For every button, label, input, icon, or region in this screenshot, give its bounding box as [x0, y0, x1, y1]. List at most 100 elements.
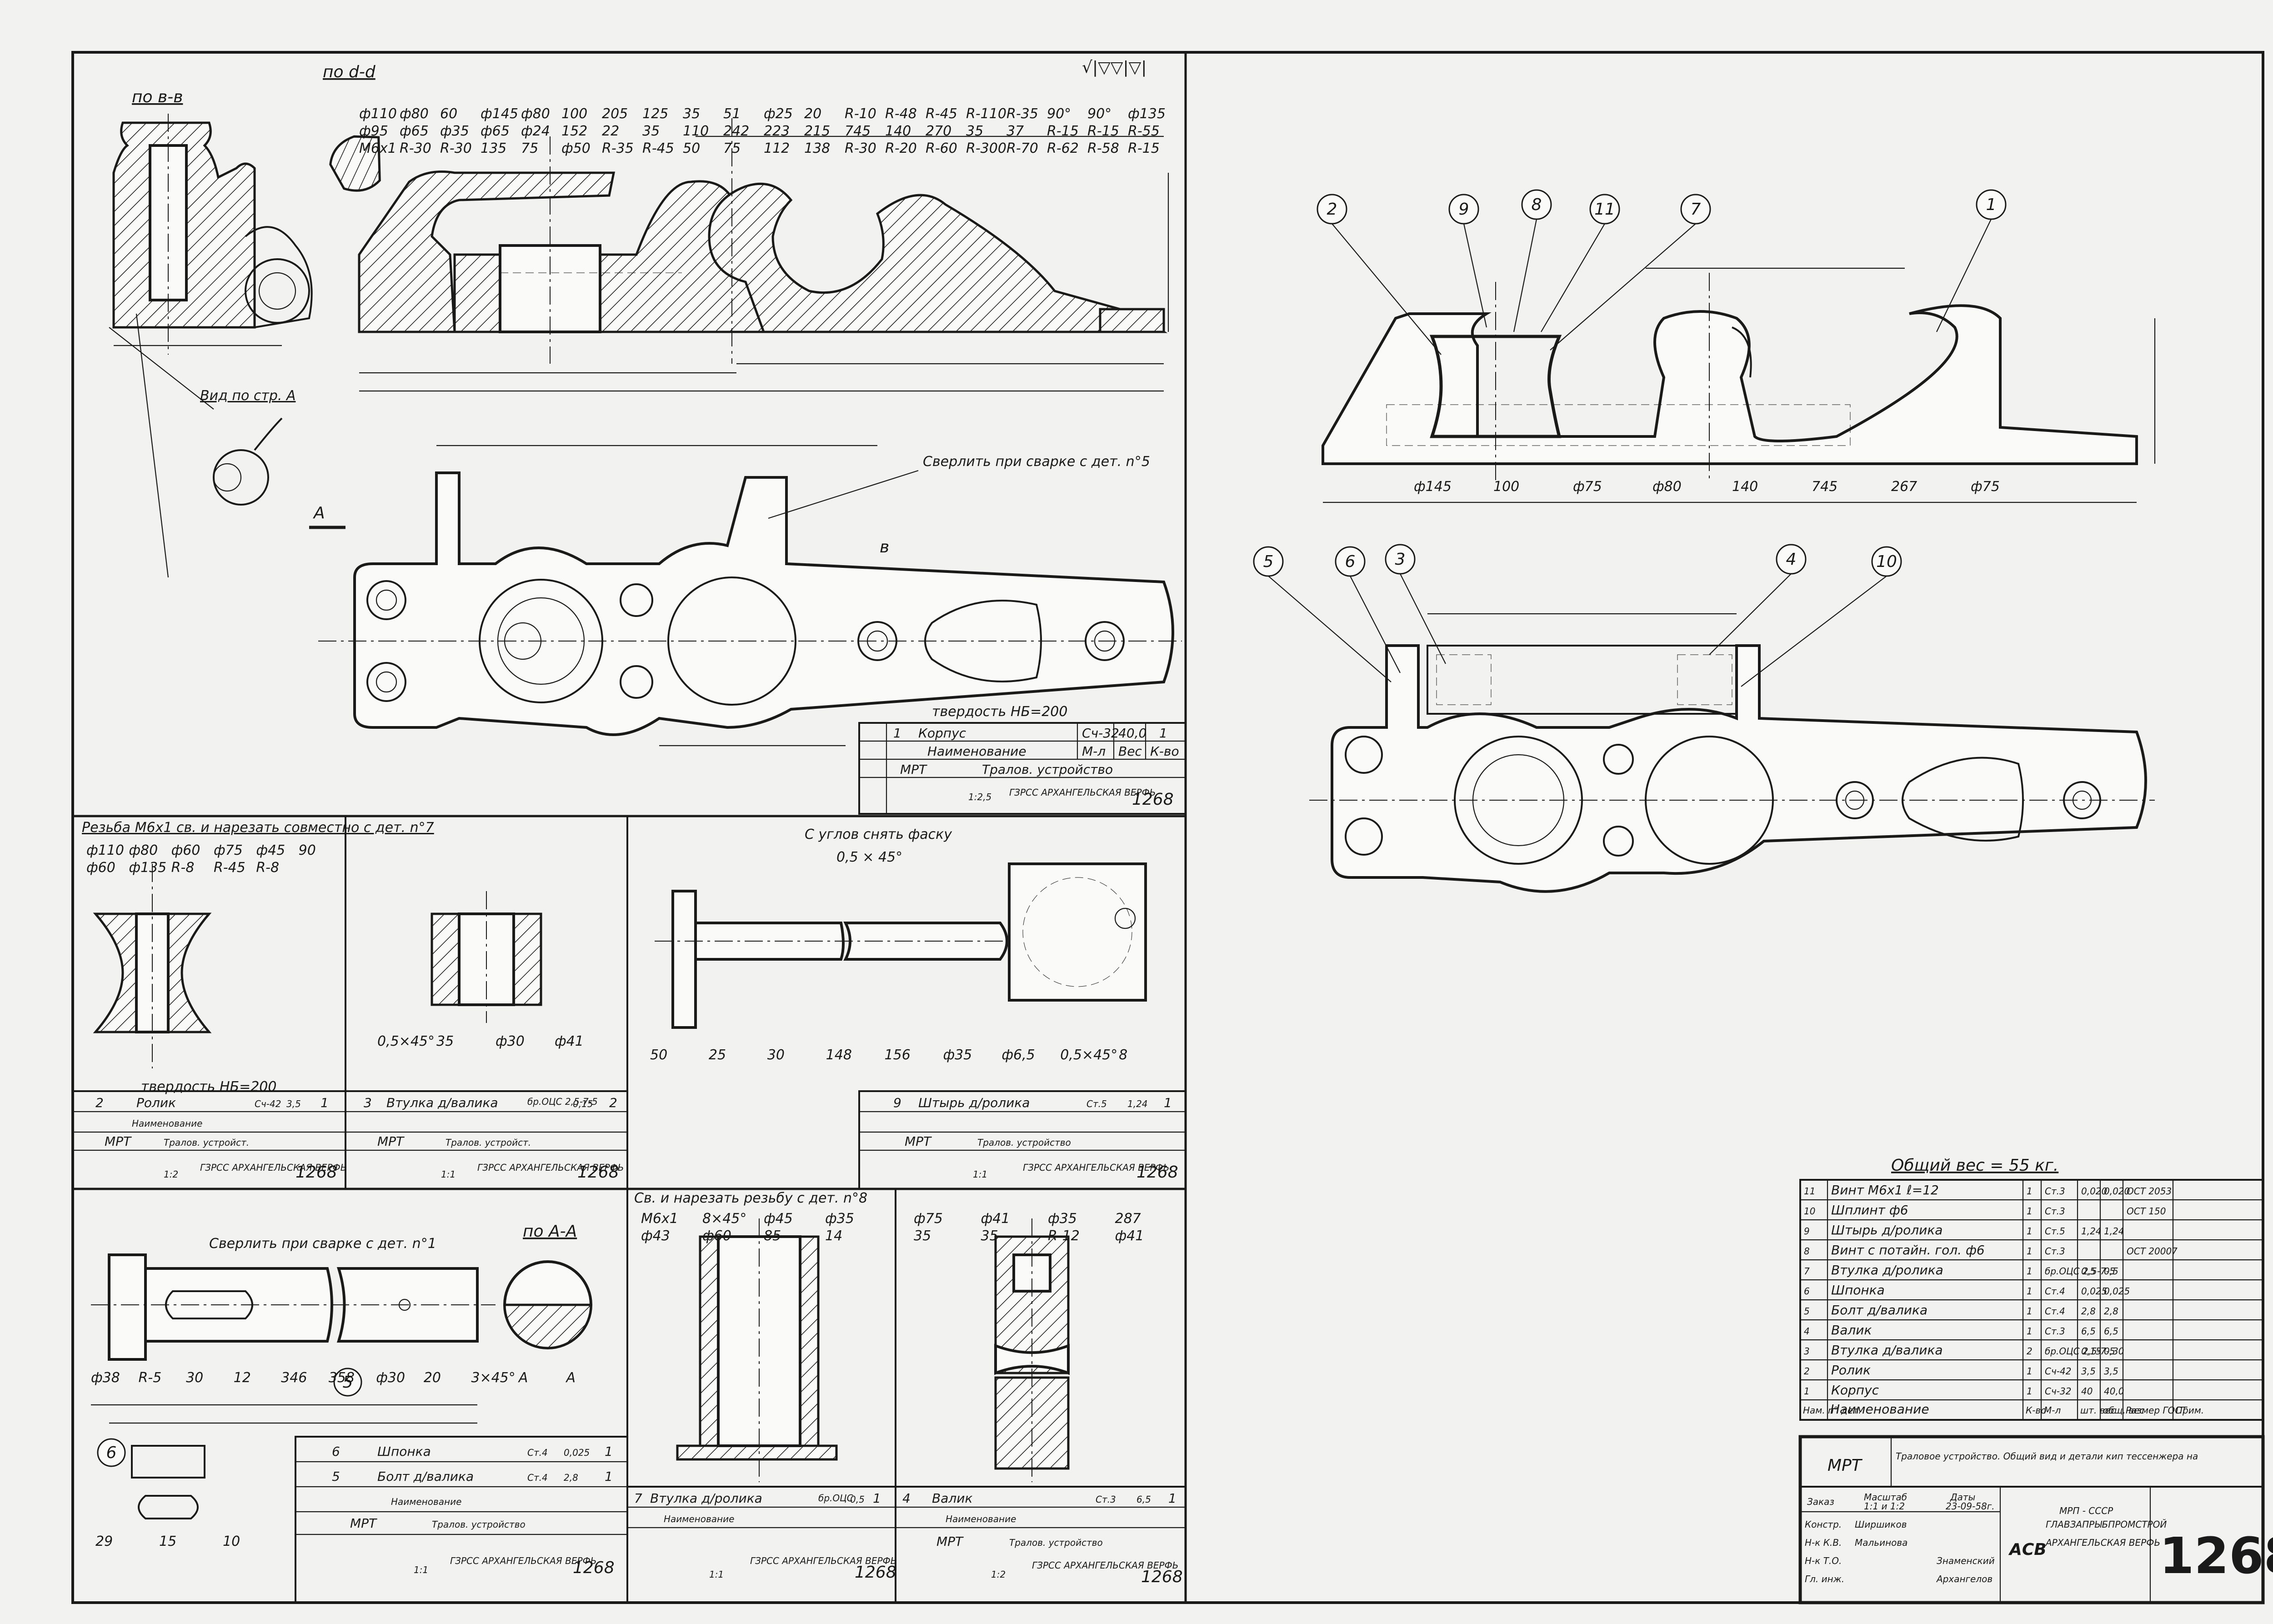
bom-cell-name: Втулка д/валика [1831, 1343, 1943, 1358]
bom-cell-name: Корпус [1831, 1383, 1879, 1398]
dimension-label: ф80 [1652, 479, 1682, 495]
bom-cell-mat: Ст.3 [2045, 1186, 2065, 1197]
balloon-number: 6 [1345, 552, 1356, 571]
tb9-org: ГЗРСС АРХАНГЕЛЬСКАЯ ВЕРФЬ [1023, 1162, 1169, 1173]
tb3-model: МРТ [377, 1134, 405, 1149]
dimension-label: 205 [602, 106, 628, 122]
tb9-name: Штырь д/ролика [918, 1095, 1030, 1110]
tb4-product: Тралов. устройство [1009, 1537, 1103, 1548]
mt-scale-label: Масштаб [1864, 1492, 1907, 1503]
bom-cell-w1: 0,025 [2081, 1286, 2107, 1297]
dimension-label: R-8 [171, 860, 195, 876]
tb1-sheet: 1268 [1132, 790, 1174, 809]
dimension-label: 14 [825, 1228, 842, 1244]
dimension-label: R-110 [966, 106, 1006, 122]
tb1-model: МРТ [900, 762, 927, 777]
dimension-label: ф135 [1128, 106, 1166, 122]
tb1-hdr-name: Наименование [927, 744, 1026, 759]
dimension-label: ф41 [555, 1033, 584, 1049]
bom-cell-mat: Ст.5 [2045, 1226, 2065, 1237]
bom-cell-qty: 1 [2027, 1246, 2033, 1257]
balloon-number: 7 [1691, 200, 1701, 219]
tb2-wt: 3,5 [286, 1098, 301, 1109]
titleblock-part9: 9 Штырь д/ролика Ст.5 1,24 1 МРТ Тралов.… [858, 1090, 1187, 1190]
part6-key [131, 1445, 205, 1519]
dimension-label: ф25 [764, 106, 793, 122]
tb7-hdr-name: Наименование [664, 1514, 734, 1524]
dimension-label: М6х1 [641, 1211, 678, 1227]
tb4-model: МРТ [936, 1534, 964, 1549]
tb3-sheet: 1268 [577, 1163, 619, 1182]
dimension-label: 50 [683, 140, 700, 156]
note-drill-1: Сверлить при сварке с дет. n°1 [209, 1236, 436, 1252]
bom-cell-n: 8 [1804, 1246, 1810, 1257]
dimension-label: 90° [1087, 106, 1111, 122]
tb4-org: ГЗРСС АРХАНГЕЛЬСКАЯ ВЕРФЬ [1032, 1560, 1178, 1571]
tb5-scale: 1:1 [414, 1564, 428, 1575]
dimension-label: R-20 [885, 140, 917, 156]
bom-cell-w1: 40 [2081, 1386, 2093, 1397]
balloon-number: 5 [343, 1373, 353, 1392]
dimension-label: ф110 [359, 106, 397, 122]
bom-cell-n: 2 [1804, 1366, 1810, 1377]
balloon-circle [1335, 546, 1366, 577]
tb2-hdr-name: Наименование [132, 1118, 202, 1129]
mt-logo: АСВ [2008, 1540, 2047, 1559]
part5-shaft: Сверлить при сварке с дет. n°1 по А-А [91, 1222, 592, 1424]
dimension-label: 140 [885, 123, 911, 139]
bom-cell-mat: Ст.4 [2045, 1306, 2065, 1317]
assembly-plan-view [1309, 613, 2155, 893]
tb4-scale: 1:2 [991, 1569, 1006, 1580]
balloon-number: 6 [106, 1444, 117, 1462]
balloon-leader [1400, 573, 1446, 664]
tb9-sheet: 1268 [1136, 1163, 1178, 1182]
dimension-label: R-15 [1128, 140, 1160, 156]
dimension-label: R-30 [400, 140, 431, 156]
mt-scale: 1:1 и 1:2 [1864, 1501, 1905, 1512]
dimension-label: 37 [1006, 123, 1024, 139]
tb2-mat: Сч-42 [255, 1098, 281, 1109]
tb1-num: 1 [893, 726, 901, 741]
tb1-qty: 1 [1159, 726, 1167, 741]
dimension-label: ф35 [943, 1047, 972, 1063]
dimension-label: ф35 [825, 1211, 854, 1227]
bom-cell-n: 10 [1804, 1206, 1815, 1217]
part1-plan-view: А в Сверлить при сварке с дет. n°5 тверд… [309, 445, 1182, 747]
dimension-label: R-15 [1047, 123, 1079, 139]
dimension-label: 148 [826, 1047, 852, 1063]
mt-name-3: Знаменский [1937, 1555, 1995, 1566]
bom-cell-qty: 1 [2027, 1366, 2033, 1377]
balloon-leader [1513, 219, 1537, 332]
roughness-main: √|▽▽|▽| [1082, 58, 1147, 77]
dimension-label: 10 [223, 1534, 240, 1549]
dimension-label: 3×45° [471, 1370, 515, 1386]
note-hardness-2: твердость НБ=200 [141, 1079, 276, 1095]
part2-roller: Резьба М6х1 св. и нарезать совместно с д… [82, 820, 434, 1095]
dimension-label: R-15 [1087, 123, 1119, 139]
bom-cell-name: Винт с потайн. гол. ф6 [1831, 1243, 1985, 1258]
mt-name-4: Архангелов [1936, 1574, 1993, 1584]
mt-role-1: Констр. [1805, 1519, 1842, 1530]
bom-cell-n: 4 [1804, 1326, 1810, 1337]
dimension-label: 100 [561, 106, 587, 122]
dimension-label: 267 [1891, 479, 1917, 495]
mt-sheet: 1268 [2159, 1527, 2273, 1585]
dimension-label: 140 [1732, 479, 1758, 495]
tb6-name: Шпонка [377, 1444, 431, 1459]
bom-cell-w2: 0,020 [2104, 1186, 2130, 1197]
dimension-label: 156 [885, 1047, 911, 1063]
dimension-label: 35 [683, 106, 700, 122]
tb5-num: 5 [332, 1469, 340, 1484]
bom-header-note: Прим. [2176, 1405, 2204, 1416]
dimension-label: ф50 [561, 140, 591, 156]
tb2-model: МРТ [105, 1134, 132, 1149]
dimension-label: 22 [602, 123, 619, 139]
bom-cell-w1: 6,5 [2081, 1326, 2096, 1337]
dimension-label: ф110 [86, 842, 124, 858]
dimension-label: 215 [804, 123, 830, 139]
tb1-org: ГЗРСС АРХАНГЕЛЬСКАЯ ВЕРФЬ [1009, 787, 1156, 798]
bom-cell-n: 9 [1804, 1226, 1810, 1237]
note-thread: Резьба М6х1 св. и нарезать совместно с д… [82, 820, 434, 836]
dimension-label: ф45 [764, 1211, 793, 1227]
